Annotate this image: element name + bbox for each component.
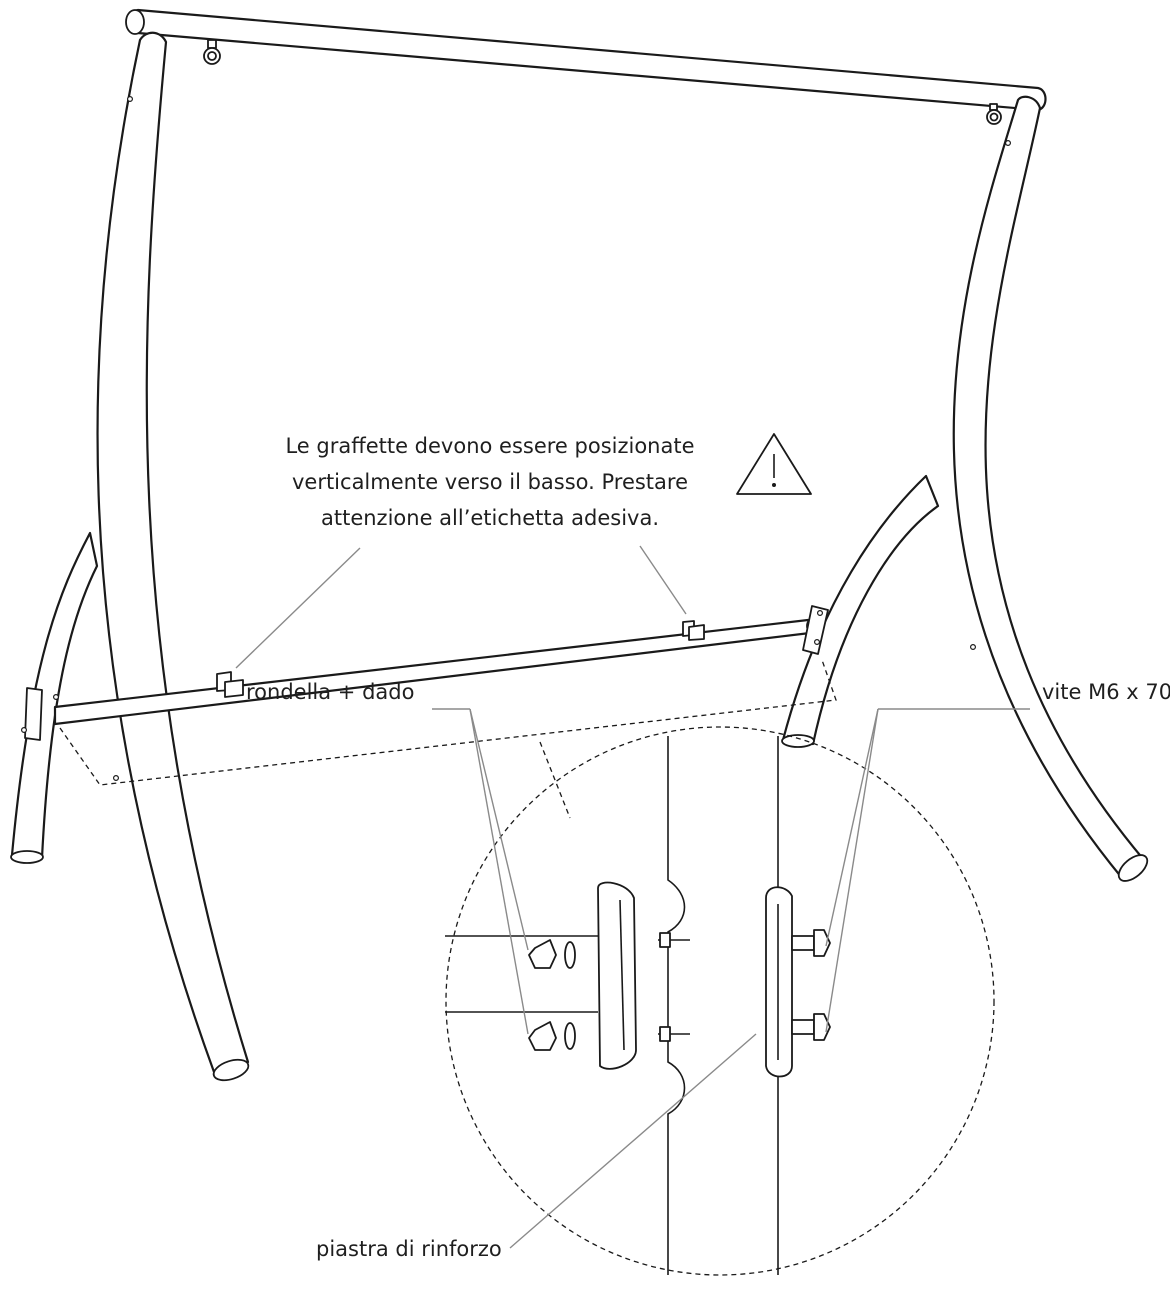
right-main-leg	[952, 95, 1149, 882]
label-washer-nut: rondella + dado	[246, 680, 415, 704]
detail-left-bracket	[445, 881, 690, 1070]
nut-bottom-icon	[528, 1021, 557, 1051]
right-back-leg	[781, 474, 940, 748]
label-bolt: vite M6 x 70	[1042, 680, 1170, 704]
clip-orientation-note: Le graffette devono essere posizionate v…	[240, 428, 740, 536]
eye-bolt-right	[986, 103, 1002, 125]
clip-left	[216, 671, 244, 698]
warning-triangle-icon	[736, 433, 812, 495]
bolt-bottom-icon	[813, 1013, 831, 1041]
note-line-3: attenzione all’etichetta adesiva.	[320, 506, 660, 530]
detail-tube-left	[667, 736, 779, 1275]
nut-top-icon	[528, 939, 557, 969]
note-line-2: verticalmente verso il basso. Prestare	[291, 470, 689, 494]
detail-callout-outline	[59, 659, 995, 1276]
left-back-leg	[10, 531, 99, 864]
bolt-top-icon	[813, 929, 831, 957]
washer-bottom-icon	[564, 1022, 576, 1050]
left-main-leg	[96, 31, 250, 1082]
washer-top-icon	[564, 941, 576, 969]
clip-right	[682, 620, 705, 641]
leader-lines	[235, 545, 1030, 1249]
note-line-1: Le graffette devono essere posizionate	[285, 434, 695, 458]
label-reinforcement-plate: piastra di rinforzo	[316, 1237, 502, 1261]
top-crossbar	[125, 8, 1047, 112]
detail-right-plate	[765, 886, 831, 1078]
eye-bolt-left	[203, 39, 221, 65]
